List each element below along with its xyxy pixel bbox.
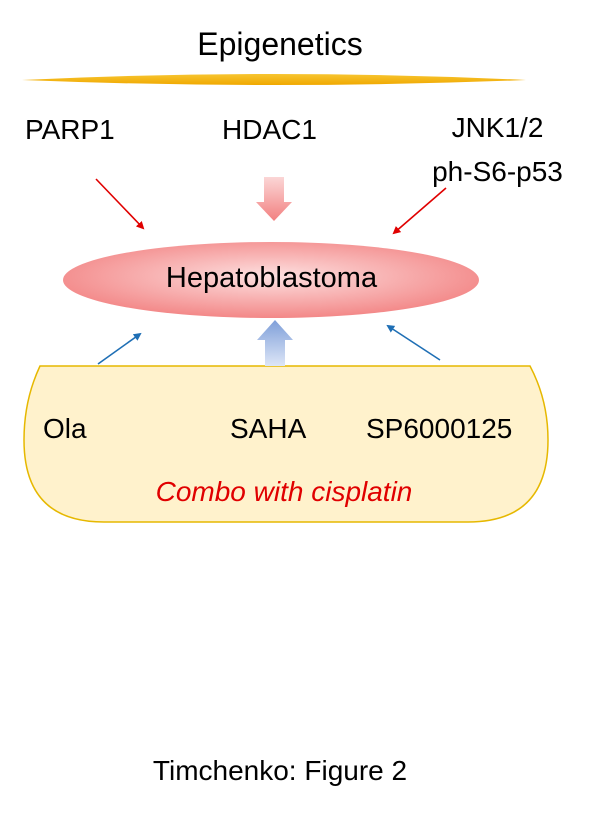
- sp-arrow: [386, 324, 441, 361]
- drug-label-saha: SAHA: [230, 413, 307, 444]
- target-label-jnk: JNK1/2 ph-S6-p53: [410, 106, 585, 194]
- jnk-arrow: [392, 187, 447, 235]
- target-label-jnk-line1: JNK1/2: [451, 112, 544, 143]
- diagram-title: Epigenetics: [197, 26, 363, 62]
- epigenetics-bar: [22, 74, 526, 85]
- drug-box: [23, 365, 549, 523]
- hdac1-block-arrow: [256, 177, 292, 221]
- drug-label-ola: Ola: [43, 413, 87, 444]
- saha-block-arrow: [257, 320, 293, 366]
- hepatoblastoma-ellipse: [63, 242, 479, 318]
- figure-caption: Timchenko: Figure 2: [152, 755, 408, 786]
- target-label-jnk-line2: ph-S6-p53: [432, 156, 563, 187]
- combo-label: Combo with cisplatin: [155, 476, 413, 507]
- target-label-hdac1: HDAC1: [222, 114, 317, 145]
- ola-arrow: [97, 332, 142, 365]
- center-label: Hepatoblastoma: [165, 262, 378, 294]
- parp1-arrow: [95, 178, 145, 230]
- drug-label-sp: SP6000125: [366, 413, 513, 444]
- target-label-parp1: PARP1: [25, 114, 115, 145]
